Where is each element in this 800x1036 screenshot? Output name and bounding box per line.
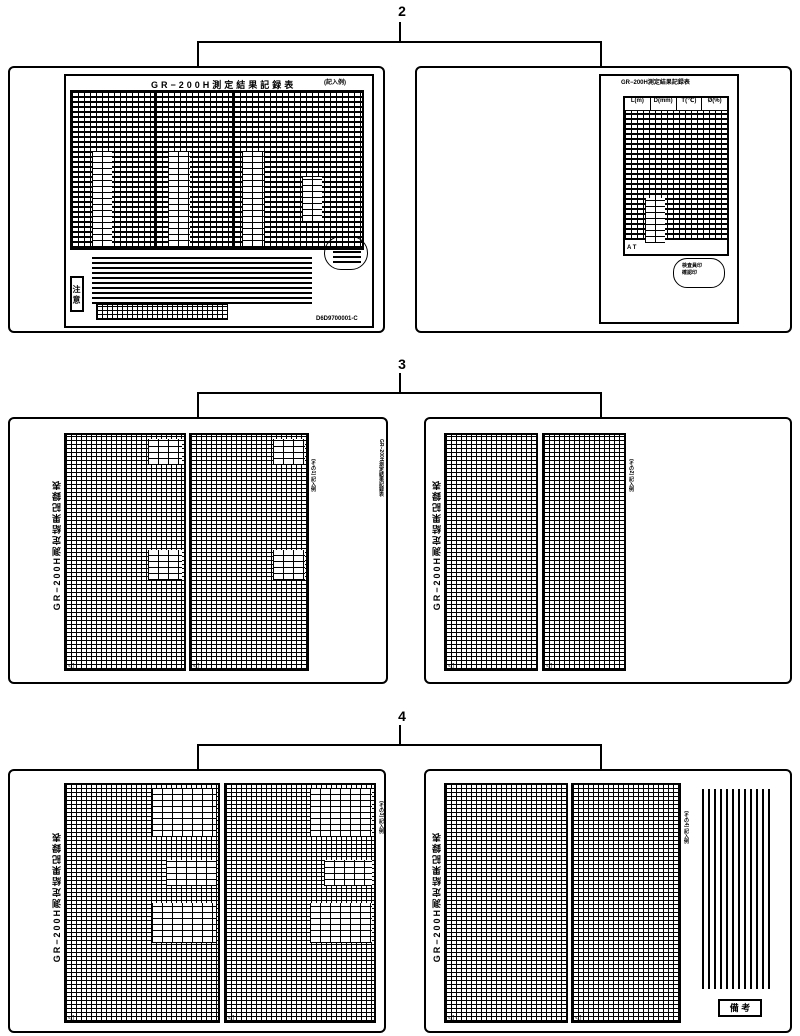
sheet-4b-arrow-tab-right: ◁ bbox=[575, 1013, 582, 1022]
group-label-4: 4 bbox=[398, 708, 406, 724]
bracket-bar-3 bbox=[197, 392, 602, 394]
sheet-2a-title-note: (記入例) bbox=[324, 80, 346, 86]
bracket-leg-left-3 bbox=[197, 392, 199, 418]
group-label-3: 3 bbox=[398, 356, 406, 372]
sheet-3a-vertical-title: GR−200H測定結果記録表 bbox=[52, 479, 62, 611]
sheet-3a-edge-note: GR−200H測定結果記録表 bbox=[378, 439, 384, 497]
sheet-4a-arrow-tab-right: ◁ bbox=[228, 1013, 235, 1022]
sheet-4b-arrow-tab-left: ◁ bbox=[448, 1013, 455, 1022]
sheet-3b-chart-left: ◁ bbox=[444, 433, 538, 671]
sheet-4b-chart-right: ◁ bbox=[571, 783, 681, 1023]
sheet-3a-chart-left: ◁ bbox=[64, 433, 186, 671]
sheet-4a-chart-right-blank-2 bbox=[324, 860, 372, 886]
sheet-3b-arrow-tab-right: ◁ bbox=[546, 661, 553, 670]
sheet-2b-table: L(m) D(mm) T(℃) Ø(%) A T bbox=[623, 96, 729, 256]
sheet-3b-chart-right-grid bbox=[544, 435, 624, 669]
sheet-4a-chart-right-blank-3 bbox=[310, 903, 372, 943]
sheet-2b-table-grid bbox=[625, 110, 727, 240]
sheet-3b-vertical-title: GR−200H測定結果記録表 bbox=[432, 479, 442, 611]
sheet-2b-title: GR−200H測定結果記録表 bbox=[621, 80, 690, 86]
sheet-2b-header-cell: D(mm) bbox=[651, 98, 677, 110]
sheet-3b-chart-left-grid bbox=[446, 435, 536, 669]
sheet-2a-mini-table bbox=[96, 304, 228, 320]
sheet-4b-chart-right-grid bbox=[573, 785, 679, 1021]
sheet-4a-chart-left-blank-2 bbox=[166, 860, 216, 886]
group-label-2: 2 bbox=[398, 3, 406, 19]
sheet-2a-caution-label: 注 意 bbox=[70, 276, 84, 312]
sheet-3a-chart-right: ◁ bbox=[189, 433, 309, 671]
sheet-4b-chart-left: ◁ bbox=[444, 783, 568, 1023]
sheet-3b-side-note: (その2) 記入例 bbox=[628, 459, 634, 492]
sheet-4b: GR−200H測定結果記録表 ◁ ◁ (その4) 記入例 備 考 bbox=[424, 769, 792, 1033]
sheet-2b-blank bbox=[645, 198, 665, 243]
sheet-2a-blank-4 bbox=[302, 177, 322, 222]
sheet-4b-notes bbox=[702, 789, 772, 989]
bracket-leg-right-3 bbox=[600, 392, 602, 418]
bracket-leg-right-4 bbox=[600, 744, 602, 770]
sheet-4b-boxed-label: 備 考 bbox=[718, 999, 762, 1017]
bracket-stem-4 bbox=[399, 725, 401, 745]
sheet-2a-mini-grid bbox=[97, 305, 227, 319]
sheet-2b-stamp-line: 検査員印 bbox=[682, 263, 703, 269]
sheet-4a-arrow-tab-left: ◁ bbox=[68, 1013, 75, 1022]
sheet-2b-header-cell: L(m) bbox=[625, 98, 651, 110]
sheet-3a-chart-left-blank-1 bbox=[148, 439, 182, 465]
bracket-bar-2 bbox=[197, 41, 602, 43]
bracket-stem-2 bbox=[399, 22, 401, 42]
sheet-2a-table-grid bbox=[72, 92, 362, 248]
sheet-3b-chart-right: ◁ bbox=[542, 433, 626, 671]
sheet-4a-vertical-title: GR−200H測定結果記録表 bbox=[52, 831, 62, 963]
sheet-4a-chart-right-blank-1 bbox=[310, 789, 372, 837]
bracket-leg-right-2 bbox=[600, 41, 602, 67]
sheet-4b-chart-left-grid bbox=[446, 785, 566, 1021]
sheet-2b-frame: GR−200H測定結果記録表 L(m) D(mm) T(℃) Ø(%) A T … bbox=[599, 74, 739, 324]
bracket-leg-left-4 bbox=[197, 744, 199, 770]
sheet-2b-header-cell: Ø(%) bbox=[707, 98, 722, 104]
sheet-4a-side-note: (その3) 記入例 bbox=[378, 801, 384, 834]
sheet-3b: GR−200H測定結果記録表 ◁ ◁ (その2) 記入例 bbox=[424, 417, 792, 684]
sheet-2a: GR−200H測定結果記録表 (記入例) 注 意 D6D9700001-C bbox=[8, 66, 385, 333]
sheet-2b-header-cell: T(℃) bbox=[677, 98, 703, 110]
sheet-2a-title: GR−200H測定結果記録表 bbox=[151, 80, 297, 90]
sheet-3b-arrow-tab-left: ◁ bbox=[448, 661, 455, 670]
sheet-2a-blank-2 bbox=[168, 152, 190, 247]
sheet-2a-blank-1 bbox=[92, 152, 112, 247]
sheet-3a-chart-right-blank-1 bbox=[273, 439, 305, 465]
sheet-2a-frame: GR−200H測定結果記録表 (記入例) 注 意 D6D9700001-C bbox=[64, 74, 374, 328]
sheet-4a-chart-left-blank-1 bbox=[152, 789, 216, 837]
sheet-2a-legend bbox=[324, 236, 368, 270]
sheet-4a-chart-right: ◁ bbox=[224, 783, 376, 1023]
sheet-3a-chart-right-blank-2 bbox=[273, 550, 305, 580]
sheet-3a-arrow-tab-right: ◁ bbox=[193, 661, 200, 670]
sheet-2b-total-label: A T bbox=[627, 245, 637, 251]
sheet-2b-stamp: 検査員印 確認印 bbox=[673, 258, 725, 288]
sheet-2b: GR−200H測定結果記録表 L(m) D(mm) T(℃) Ø(%) A T … bbox=[415, 66, 792, 333]
sheet-4a-chart-left-blank-3 bbox=[152, 903, 216, 943]
sheet-3a-side-note: (その1) 記入例 bbox=[310, 459, 316, 492]
sheet-4b-vertical-title: GR−200H測定結果記録表 bbox=[432, 831, 442, 963]
sheet-3a: GR−200H測定結果記録表 ◁ ◁ (その1) 記入例 GR−200H測定結果… bbox=[8, 417, 388, 684]
sheet-2a-divider-1 bbox=[154, 92, 157, 248]
sheet-4a: GR−200H測定結果記録表 ◁ ◁ (その3) 記入例 bbox=[8, 769, 386, 1033]
sheet-2a-divider-2 bbox=[232, 92, 235, 248]
sheet-2a-notes bbox=[92, 254, 312, 304]
sheet-2a-blank-3 bbox=[242, 152, 264, 247]
sheet-2a-legend-lines bbox=[333, 243, 361, 263]
sheet-2a-table bbox=[70, 90, 364, 250]
sheet-3a-chart-left-blank-2 bbox=[148, 550, 182, 580]
sheet-3a-arrow-tab-left: ◁ bbox=[68, 661, 75, 670]
sheet-4a-chart-left: ◁ bbox=[64, 783, 220, 1023]
sheet-2a-footer-code: D6D9700001-C bbox=[316, 316, 358, 322]
bracket-stem-3 bbox=[399, 373, 401, 393]
sheet-4b-side-note: (その4) 記入例 bbox=[683, 811, 689, 844]
sheet-2b-stamp-line: 確認印 bbox=[682, 270, 698, 276]
bracket-bar-4 bbox=[197, 744, 602, 746]
bracket-leg-left-2 bbox=[197, 41, 199, 67]
